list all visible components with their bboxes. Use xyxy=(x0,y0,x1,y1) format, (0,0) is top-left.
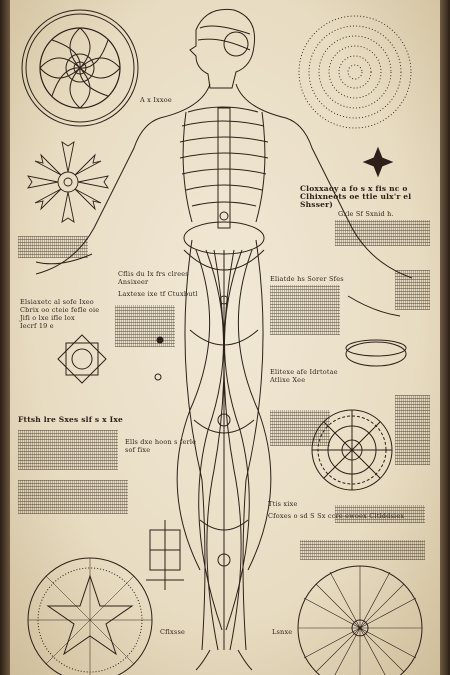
text-block xyxy=(395,270,430,310)
text-block xyxy=(395,395,430,465)
note-label: Elsiaxetc al sofe Ixeo Cbrix oo cteie fe… xyxy=(20,298,100,330)
zodiac-wheel xyxy=(311,409,393,491)
text-block xyxy=(300,540,425,560)
note-label: Ells dxe hoon s ferle sof fixe xyxy=(125,438,197,454)
text-block xyxy=(270,410,330,446)
small-star xyxy=(362,146,394,178)
note-label: Cloxxaoy a fo s x fis nc o Clhixneots oe… xyxy=(300,184,412,209)
text-block xyxy=(18,480,128,514)
note-label: Eliatde hs Sorer Sfes xyxy=(270,275,344,283)
left-binding-edge xyxy=(0,0,10,675)
radiating-sunburst-bottom-right xyxy=(297,565,423,675)
small-mechanism xyxy=(146,520,184,590)
note-label: Cflxsse xyxy=(160,628,186,636)
note-label: Gxle Sf Sxnid h. xyxy=(338,210,394,218)
lotus-flower xyxy=(27,141,109,223)
text-block xyxy=(18,236,88,258)
text-block xyxy=(115,305,175,347)
note-label: A x Ixxoe xyxy=(140,96,172,104)
geometric-diamond xyxy=(57,334,107,384)
note-label: Laxtexe ixe tf Ctuxbutl xyxy=(118,290,198,298)
note-label: Lsnxe xyxy=(272,628,293,636)
text-block xyxy=(335,220,430,246)
star-sunburst-bottom-left xyxy=(27,557,153,675)
note-label: Cflis du Ix frs clrees Ansixeer xyxy=(118,270,189,286)
text-block xyxy=(18,430,118,470)
note-label: Fttsh lre Sxes slf s x Ixe xyxy=(18,415,123,424)
note-label: Cfoxes o sd S Sx ccre ewoex Cltlddsiex xyxy=(268,512,405,520)
small-dot-left xyxy=(156,336,164,344)
small-dot-left-2 xyxy=(154,373,162,381)
dotted-sunburst xyxy=(298,15,412,129)
text-block xyxy=(270,285,340,335)
mandala-top-left xyxy=(21,9,139,127)
note-label: Elitexe afe Idrtotae Atlixe Xee xyxy=(270,368,338,384)
human-figure xyxy=(35,8,413,671)
lens-ellipse xyxy=(345,339,407,367)
note-label: Ttis xixe xyxy=(268,500,298,508)
text-block xyxy=(335,505,425,523)
